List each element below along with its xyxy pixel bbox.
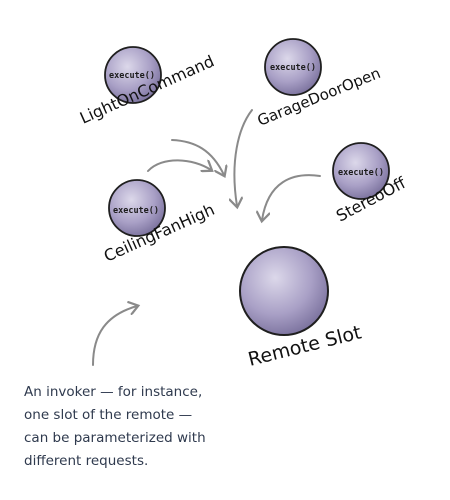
arrow-note-to-remote (92, 306, 137, 366)
command-ball (264, 38, 322, 96)
command-light-on: execute() LightOnCommand (77, 46, 217, 128)
arrows (92, 109, 321, 366)
annotation-line: different requests. (24, 453, 148, 469)
command-garage-door-open: execute() GarageDoorOpen (255, 38, 383, 130)
command-ball (108, 179, 166, 237)
invoker-ball (239, 246, 329, 336)
annotation-note: An invoker — for instance, one slot of t… (24, 384, 206, 469)
execute-method-label: execute() (338, 168, 384, 178)
command-stereo-off: execute() StereoOff (332, 142, 410, 226)
arrow-stereo-to-remote (262, 174, 321, 220)
command-ball (332, 142, 390, 200)
annotation-line: An invoker — for instance, (24, 384, 202, 400)
annotation-line: can be parameterized with (24, 430, 206, 446)
execute-method-label: execute() (270, 63, 316, 73)
arrow-fan-to-remote (147, 159, 211, 171)
command-ball (104, 46, 162, 104)
annotation-line: one slot of the remote — (24, 407, 192, 423)
arrow-light-to-remote (171, 139, 224, 175)
invoker-remote-slot: Remote Slot (239, 246, 364, 371)
command-ceiling-fan-high: execute() CeilingFanHigh (101, 179, 217, 266)
execute-method-label: execute() (109, 71, 155, 81)
arrow-garage-to-remote (234, 109, 253, 206)
execute-method-label: execute() (113, 206, 159, 216)
